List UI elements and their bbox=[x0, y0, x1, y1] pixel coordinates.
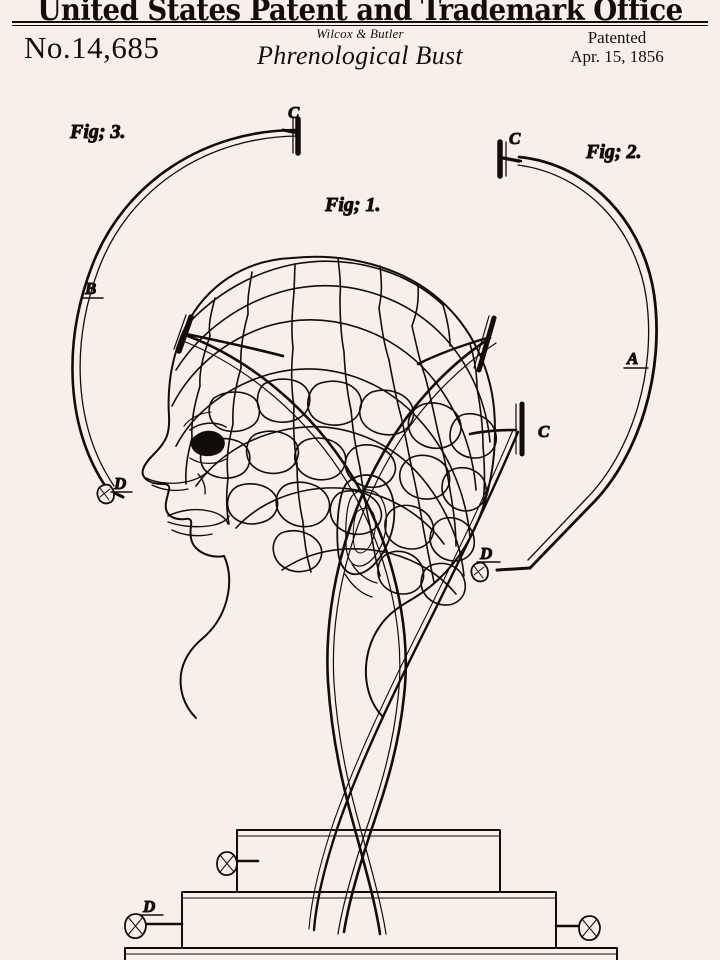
ref-letter-B: B bbox=[84, 279, 96, 298]
thumbscrew-pedestal-mid-left bbox=[124, 913, 184, 939]
patented-label: Patented bbox=[587, 28, 647, 47]
thumbscrew-fig2 bbox=[470, 561, 532, 583]
patent-drawing-svg: Fig; 3. B C D bbox=[69, 103, 658, 960]
thumbscrew-fig3 bbox=[96, 483, 125, 505]
patent-number: No.14,685 bbox=[24, 30, 160, 65]
patent-header-row: No.14,685 Wilcox & Butler Phrenological … bbox=[0, 26, 720, 84]
ref-letter-C-fig3: C bbox=[288, 103, 300, 122]
ref-letter-A: A bbox=[626, 349, 638, 368]
clamp-bar-right-side bbox=[468, 401, 525, 457]
ref-letter-D-pedestal: D bbox=[142, 897, 155, 916]
adjustment-rods bbox=[182, 334, 520, 936]
nose-detail bbox=[145, 472, 207, 495]
fig2-right-arc bbox=[470, 139, 658, 583]
ref-letter-D-fig3: D bbox=[113, 474, 126, 493]
skull-dome-outline bbox=[291, 255, 496, 717]
inventor-names: Wilcox & Butler bbox=[316, 26, 404, 41]
phrenological-region-map bbox=[171, 257, 498, 606]
masthead: United States Patent and Trademark Offic… bbox=[0, 0, 720, 28]
patent-drawing: Fig; 3. B C D bbox=[0, 86, 720, 960]
masthead-rule-thin bbox=[12, 25, 708, 26]
pedestal-base bbox=[124, 829, 618, 960]
fig3-label: Fig; 3. bbox=[69, 121, 126, 143]
patent-office-title: United States Patent and Trademark Offic… bbox=[37, 0, 683, 28]
mouth-detail bbox=[167, 508, 230, 537]
invention-title: Phrenological Bust bbox=[257, 41, 463, 70]
thumbscrew-pedestal-mid-right bbox=[554, 915, 601, 941]
clamp-bar-top-left bbox=[173, 314, 285, 358]
ref-letter-D-fig2: D bbox=[479, 544, 492, 563]
fig1-label: Fig; 1. bbox=[324, 194, 381, 216]
fig3-left-arc bbox=[71, 116, 301, 505]
eye-detail bbox=[183, 411, 227, 465]
thumbscrew-pedestal-upper-left bbox=[216, 851, 260, 877]
ref-letter-C-head: C bbox=[538, 422, 550, 441]
patent-date-value: Apr. 15, 1856 bbox=[570, 47, 664, 67]
head-profile-outline bbox=[141, 257, 293, 719]
ref-letter-C-fig2: C bbox=[509, 129, 521, 148]
masthead-rule-thick bbox=[12, 21, 708, 23]
fig2-label: Fig; 2. bbox=[585, 141, 642, 163]
pedestal-thumbscrews bbox=[124, 851, 601, 941]
clamp-bar-top-right bbox=[416, 315, 497, 373]
patent-date-block: Patented Apr. 15, 1856 bbox=[532, 28, 702, 66]
